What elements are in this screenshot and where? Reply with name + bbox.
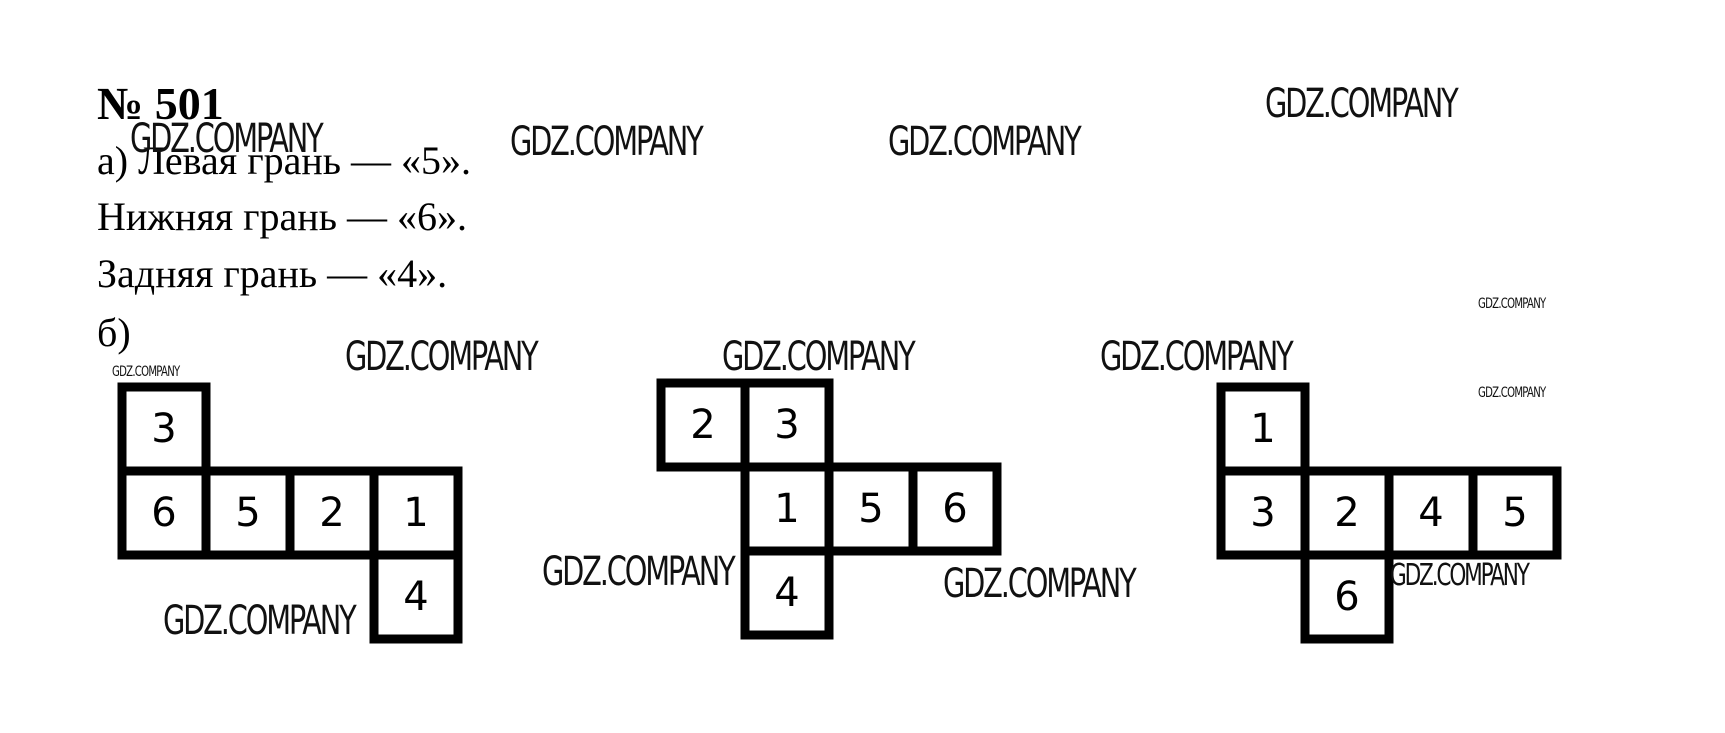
face-number: 1	[403, 490, 428, 536]
net-face: 1	[1216, 382, 1310, 476]
face-square	[824, 462, 918, 556]
cube-net-2: 2 3 1 5 6 4	[656, 378, 1002, 640]
face-square	[285, 466, 379, 560]
face-square	[369, 550, 463, 644]
face-number: 5	[858, 486, 883, 532]
answer-line-d: б)	[97, 310, 131, 355]
net-face: 2	[1300, 466, 1394, 560]
net-face: 6	[1300, 550, 1394, 644]
watermark: GDZ.COMPANY	[1100, 334, 1294, 380]
face-number: 3	[1250, 490, 1275, 536]
net-face: 5	[1468, 466, 1562, 560]
face-number: 2	[1334, 490, 1359, 536]
problem-title: № 501	[97, 78, 224, 129]
net-face: 5	[824, 462, 918, 556]
net-face: 2	[656, 378, 750, 472]
face-number: 2	[690, 402, 715, 448]
face-number: 4	[1418, 490, 1443, 536]
watermark: GDZ.COMPANY	[943, 561, 1137, 607]
answer-line-c: Задняя грань — «4».	[97, 251, 448, 296]
face-number: 6	[151, 490, 176, 536]
face-square	[908, 462, 1002, 556]
watermark: GDZ.COMPANY	[130, 116, 324, 162]
answer-line-a: а) Левая грань — «5».	[97, 138, 472, 183]
watermark: GDZ.COMPANY	[345, 334, 539, 380]
watermark: GDZ.COMPANY	[1478, 296, 1546, 312]
net-face: 4	[1384, 466, 1478, 560]
face-number: 5	[1502, 490, 1527, 536]
face-square	[201, 466, 295, 560]
net-face: 1	[369, 466, 463, 560]
watermark: GDZ.COMPANY	[510, 119, 704, 165]
face-number: 2	[319, 490, 344, 536]
net-face: 6	[908, 462, 1002, 556]
face-number: 4	[774, 570, 799, 616]
cube-net-1: 3 6 5 2 1 4	[117, 382, 463, 644]
face-square	[1468, 466, 1562, 560]
net-face: 3	[740, 378, 834, 472]
face-square	[656, 378, 750, 472]
face-number: 1	[1250, 406, 1275, 452]
watermark: GDZ.COMPANY	[1390, 558, 1530, 593]
face-square	[117, 466, 211, 560]
watermark: GDZ.COMPANY	[1265, 81, 1459, 127]
watermark: GDZ.COMPANY	[722, 334, 916, 380]
watermark: GDZ.COMPANY	[112, 364, 180, 380]
watermark: GDZ.COMPANY	[542, 549, 736, 595]
face-square	[740, 546, 834, 640]
face-number: 1	[774, 486, 799, 532]
face-number: 3	[151, 406, 176, 452]
net-face: 6	[117, 466, 211, 560]
watermark: GDZ.COMPANY	[1478, 385, 1546, 401]
face-square	[740, 378, 834, 472]
face-number: 5	[235, 490, 260, 536]
net-face: 3	[1216, 466, 1310, 560]
cube-net-3: 1 3 2 4 5 6	[1216, 382, 1562, 644]
net-face: 3	[117, 382, 211, 476]
net-face: 5	[201, 466, 295, 560]
net-face: 2	[285, 466, 379, 560]
face-number: 6	[942, 486, 967, 532]
watermark: GDZ.COMPANY	[163, 598, 357, 644]
face-number: 6	[1334, 574, 1359, 620]
net-face: 4	[740, 546, 834, 640]
net-face: 1	[740, 462, 834, 556]
face-number: 3	[774, 402, 799, 448]
answer-line-b: Нижняя грань — «6».	[97, 194, 467, 239]
watermark: GDZ.COMPANY	[888, 119, 1082, 165]
face-square	[369, 466, 463, 560]
face-square	[1216, 382, 1310, 476]
net-face: 4	[369, 550, 463, 644]
face-square	[1300, 550, 1394, 644]
face-number: 4	[403, 574, 428, 620]
face-square	[117, 382, 211, 476]
